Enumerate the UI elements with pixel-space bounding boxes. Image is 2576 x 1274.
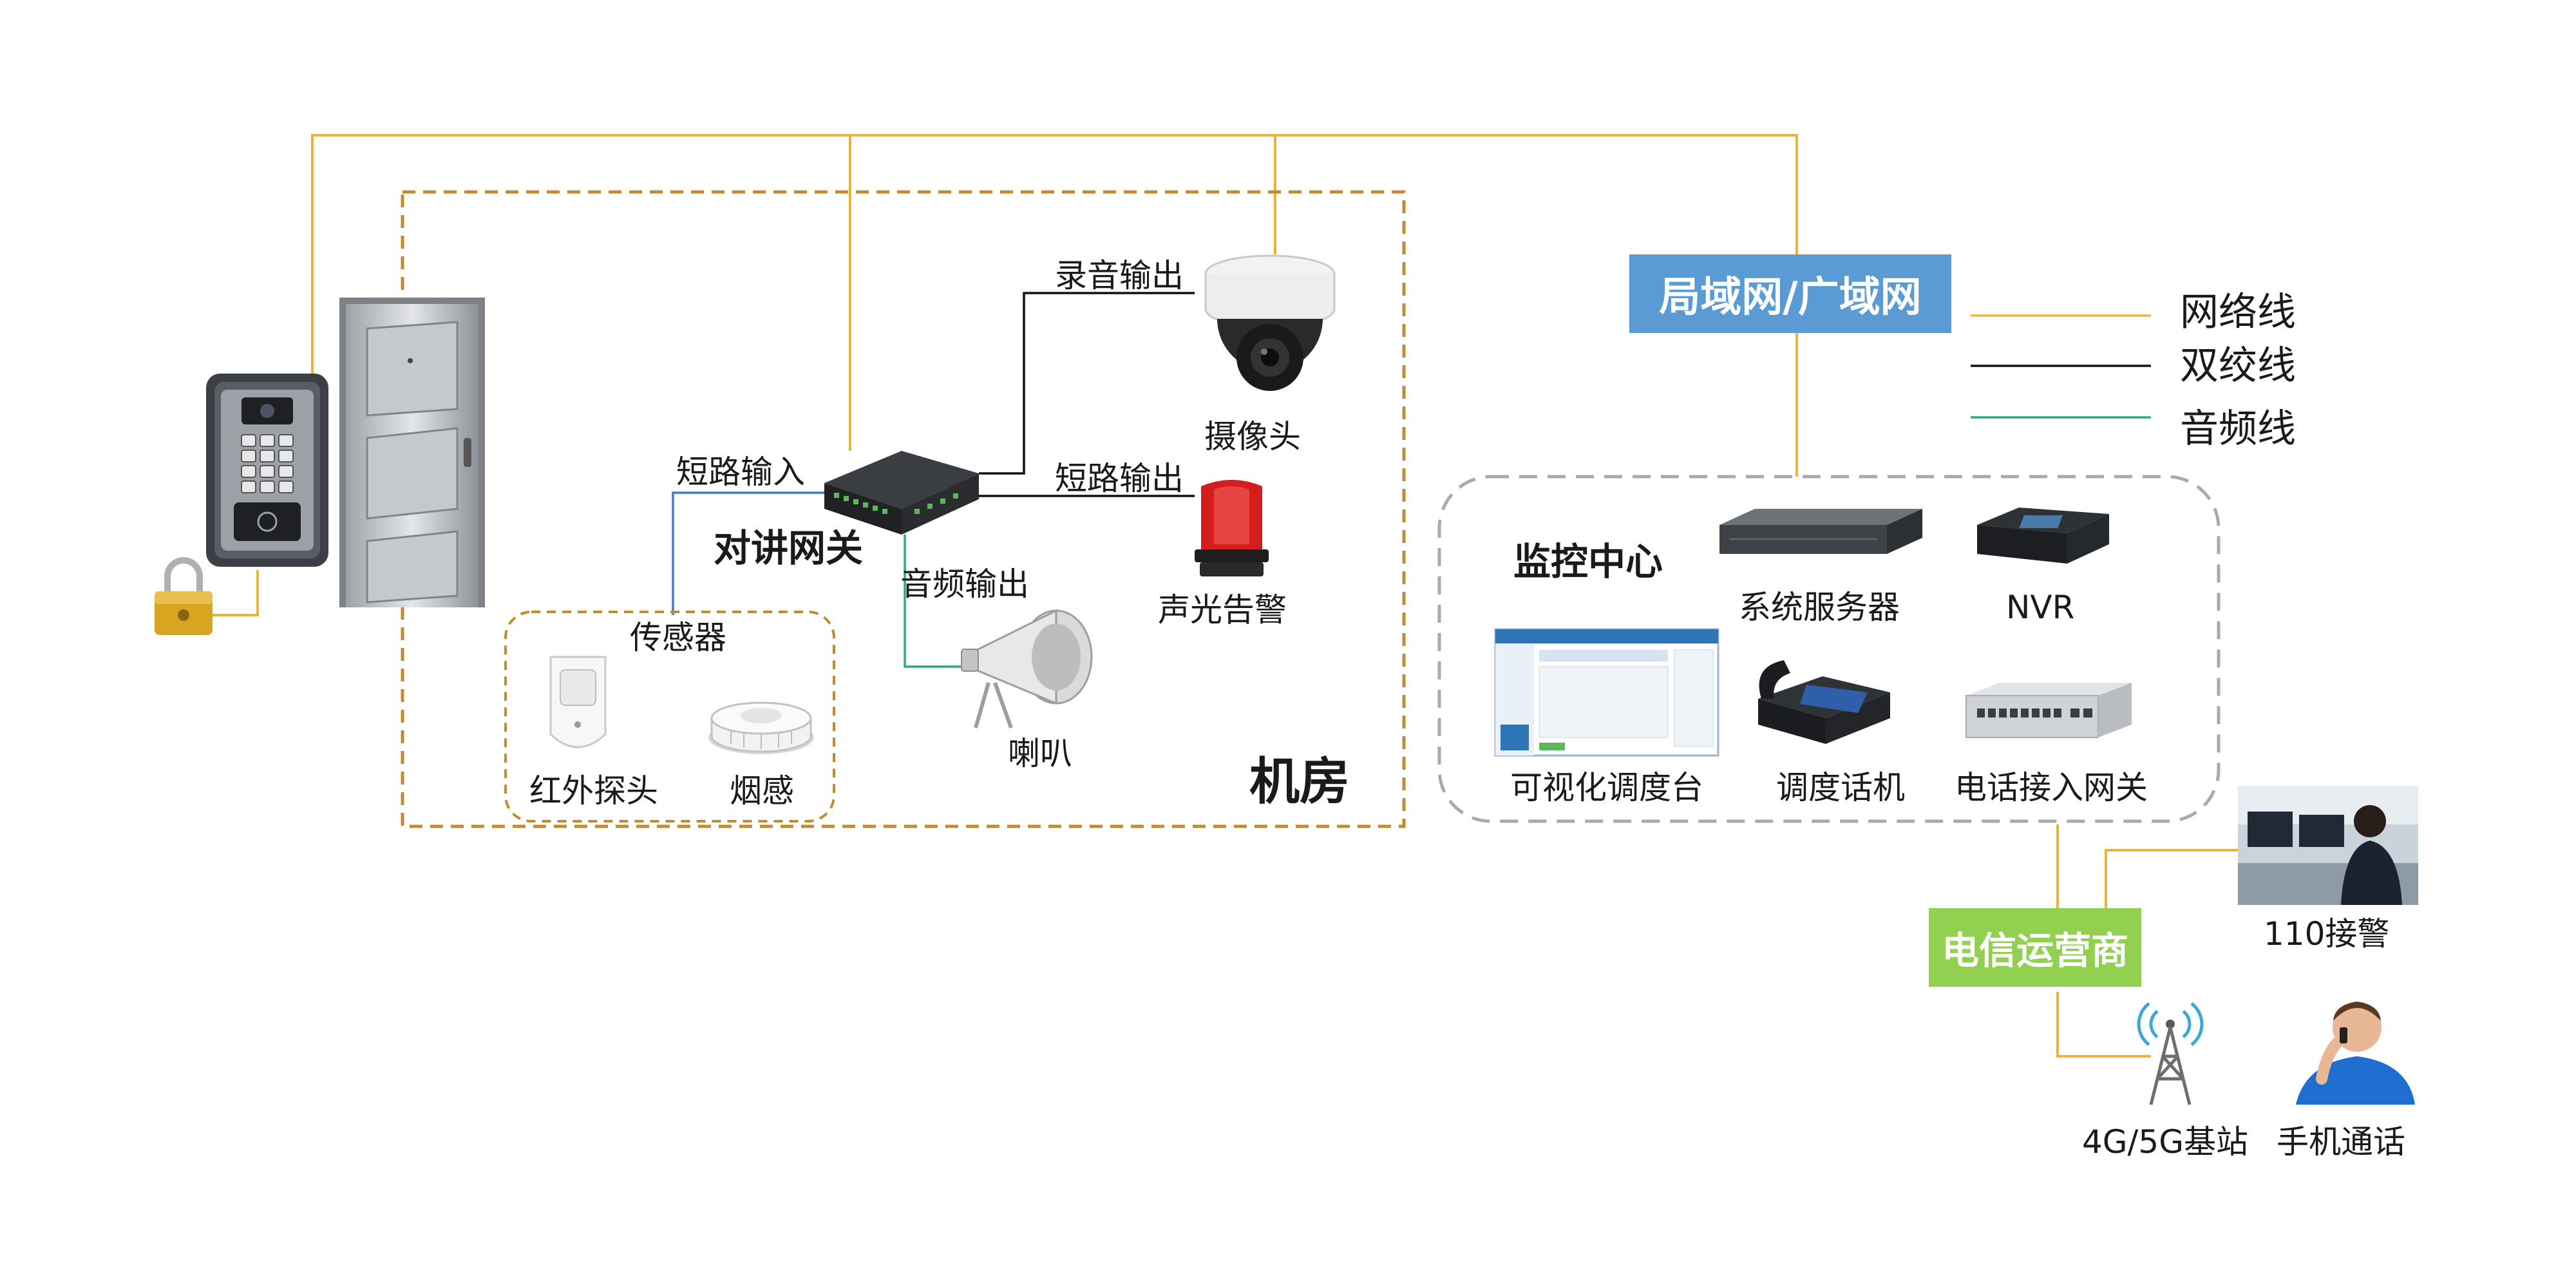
audio-output-label: 音频输出 (900, 566, 1029, 603)
console-label: 可视化调度台 (1510, 769, 1703, 806)
short-input-label: 短路输入 (676, 453, 805, 491)
dispatch-console-icon (1494, 628, 1719, 757)
nvr-icon (1977, 508, 2109, 564)
sensor-label: 传感器 (630, 619, 726, 656)
monitor-center-border (1437, 475, 2221, 823)
dispatch-phone-icon (1758, 660, 1890, 744)
sensor-group-border (504, 611, 835, 822)
audio-line (904, 535, 966, 668)
door-icon (339, 298, 485, 607)
ir-probe-label: 红外探头 (529, 772, 658, 810)
gateway-device-icon (824, 451, 979, 535)
camera-icon (1204, 254, 1336, 391)
smoke-label: 烟感 (730, 772, 794, 810)
telecom-tag-text: 电信运营商 (1941, 929, 2128, 973)
base-station-icon (2137, 1002, 2204, 1105)
nvr-label: NVR (2006, 589, 2075, 626)
gateway-label: 对讲网关 (714, 526, 864, 570)
room-label: 机房 (1249, 753, 1350, 811)
twisted-line-record (979, 292, 1195, 475)
base-station-label: 4G/5G基站 (2082, 1123, 2248, 1161)
camera-label: 摄像头 (1204, 418, 1301, 455)
ir-probe-icon (549, 656, 607, 748)
mobile-call-label: 手机通话 (2277, 1123, 2405, 1161)
telecom-tag: 电信运营商 (1929, 908, 2141, 987)
network-line-station (2056, 992, 2151, 1058)
phone-gateway-icon (1965, 683, 2132, 738)
dispatch-phone-label: 调度话机 (1776, 769, 1905, 806)
mobile-call-person-image (2296, 1002, 2415, 1105)
legend-network-label: 网络线 (2180, 290, 2296, 335)
smoke-detector-icon (708, 701, 814, 754)
phone-gateway-label: 电话接入网关 (1955, 769, 2148, 806)
monitor-center-label: 监控中心 (1513, 540, 1663, 584)
server-label: 系统服务器 (1739, 589, 1900, 626)
network-line-lock (203, 570, 259, 616)
police-label: 110接警 (2264, 915, 2390, 953)
short-output-label: 短路输出 (1055, 460, 1184, 497)
speaker-label: 喇叭 (1008, 735, 1072, 772)
padlock-icon (155, 557, 213, 635)
legend-audio-label: 音频线 (2180, 406, 2296, 452)
server-icon (1719, 509, 1922, 554)
police-call-center-image (2238, 786, 2418, 905)
legend-twisted-label: 双绞线 (2180, 343, 2296, 388)
horn-speaker-icon (961, 609, 1093, 729)
alarm-label: 声光告警 (1158, 591, 1287, 629)
network-tag-text: 局域网/广域网 (1659, 274, 1922, 321)
intercom-panel-icon (206, 374, 328, 567)
record-output-label: 录音输出 (1055, 257, 1184, 294)
short-in-line (672, 491, 828, 615)
network-line-main (311, 134, 1798, 477)
network-tag: 局域网/广域网 (1629, 254, 1951, 333)
alarm-light-icon (1195, 480, 1269, 576)
